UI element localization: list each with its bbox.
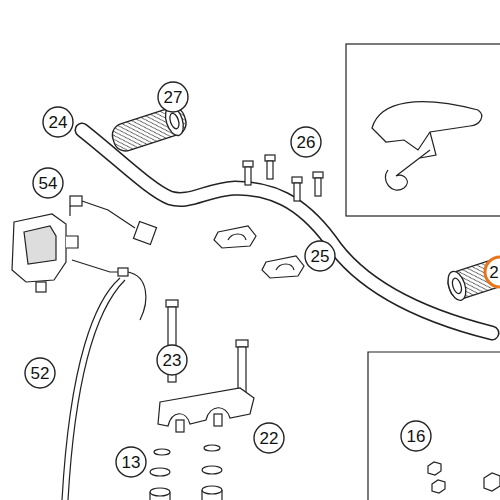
callout-number: 27 — [164, 89, 183, 106]
callout-number: 23 — [163, 352, 182, 369]
callout-number: 16 — [407, 428, 426, 445]
callout-number: 13 — [122, 454, 141, 471]
callout-number: 24 — [49, 114, 68, 131]
callout-number: 2 — [489, 264, 498, 281]
callout-number: 25 — [311, 248, 330, 265]
callout-number: 22 — [260, 430, 279, 447]
callout-number: 54 — [39, 175, 58, 192]
callout-number: 52 — [31, 365, 50, 382]
callout-number: 26 — [297, 134, 316, 151]
